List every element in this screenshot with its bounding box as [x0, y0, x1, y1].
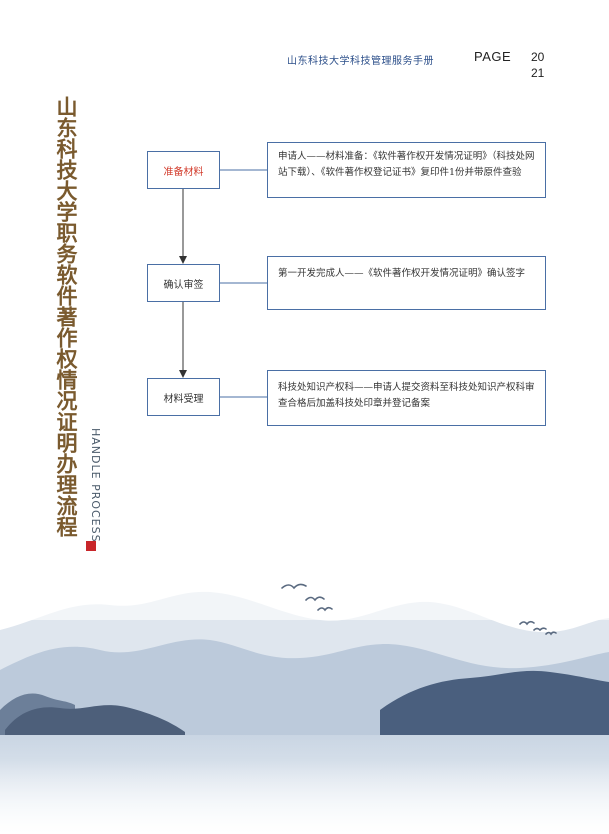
step-label: 材料受理 [163, 393, 204, 405]
step-confirm-description: 第一开发完成人——《软件著作权开发情况证明》确认签字 [267, 256, 546, 310]
page-year-bottom: 21 [531, 66, 545, 80]
bird-icon [305, 596, 325, 602]
arrow-head-2-icon [179, 370, 187, 378]
bird-icon [545, 631, 557, 636]
step-accept-materials: 材料受理 [147, 378, 220, 416]
step-label: 准备材料 [163, 166, 204, 178]
page-year-top: 20 [531, 50, 545, 64]
step-label: 确认审签 [163, 279, 204, 291]
ink-landscape-illustration [0, 560, 609, 834]
mist-top [0, 560, 609, 620]
bird-icon [519, 620, 535, 626]
bird-icon [317, 606, 333, 612]
arrow-head-1-icon [179, 256, 187, 264]
step-confirm-sign: 确认审签 [147, 264, 220, 302]
bird-icon [281, 583, 307, 590]
near-hill-right [380, 670, 609, 750]
step-description: 申请人——材料准备：《软件著作权开发情况证明》（科技处网站下载）、《软件著作权登… [278, 151, 535, 178]
mist-bottom [0, 760, 609, 834]
page-label: PAGE [474, 49, 512, 64]
step-description: 第一开发完成人——《软件著作权开发情况证明》确认签字 [278, 268, 526, 279]
step-accept-description: 科技处知识产权科——申请人提交资料至科技处知识产权科审查合格后加盖科技处印章并登… [267, 370, 546, 426]
red-marker-icon [86, 541, 96, 551]
bird-icon [533, 627, 547, 632]
step-description: 科技处知识产权科——申请人提交资料至科技处知识产权科审查合格后加盖科技处印章并登… [278, 382, 535, 409]
page-year: 20 21 [531, 49, 553, 81]
section-subtitle: HANDLE PROCESS [89, 428, 102, 543]
manual-title: 山东科技大学科技管理服务手册 [287, 56, 434, 67]
step-prepare-materials: 准备材料 [147, 151, 220, 189]
page-title: 山东科技大学职务软件著作权情况证明办理流程 [54, 96, 79, 537]
step-prepare-description: 申请人——材料准备：《软件著作权开发情况证明》（科技处网站下载）、《软件著作权登… [267, 142, 546, 198]
